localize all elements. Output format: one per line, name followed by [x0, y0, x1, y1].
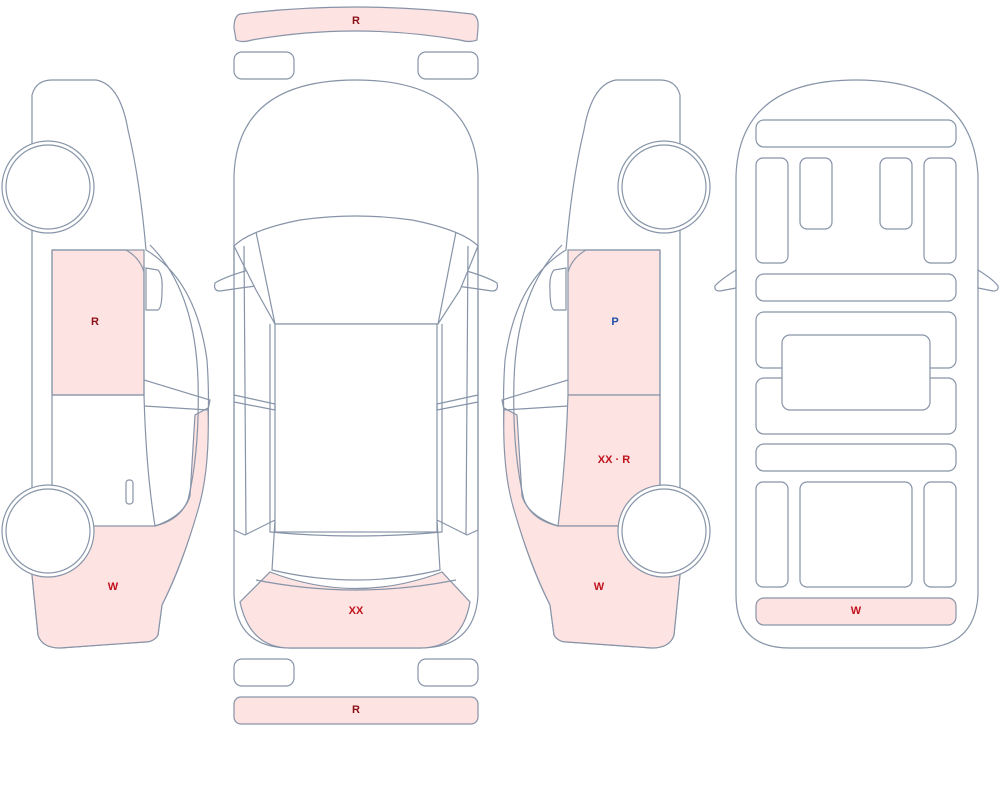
left-rear-quarter-label: W	[108, 581, 119, 593]
front-bumper-part[interactable]	[233, 6, 479, 43]
trunk-right[interactable]	[923, 481, 957, 588]
underbody-view	[714, 79, 999, 649]
right-front-door-label: P	[611, 316, 618, 328]
underbody-left-mirror[interactable]	[714, 268, 737, 292]
top-left-mirror[interactable]	[213, 267, 257, 292]
rear-bumper-label: R	[352, 704, 360, 716]
front-left-bracket[interactable]	[233, 51, 295, 80]
mid-panel-top[interactable]	[755, 273, 957, 302]
front-bumper-label: R	[352, 15, 360, 27]
left-rear-wheel[interactable]	[1, 484, 95, 578]
mid-panel-bottom[interactable]	[755, 443, 957, 472]
rear-bumper-part[interactable]	[233, 696, 479, 725]
front-right-seat[interactable]	[879, 157, 913, 230]
front-right-bracket[interactable]	[417, 51, 479, 80]
rear-right-bracket[interactable]	[417, 658, 479, 687]
windshield-part[interactable]	[233, 215, 479, 325]
right-rear-quarter-label: W	[594, 581, 605, 593]
underbody-rear-label: W	[851, 605, 862, 617]
trunk-floor[interactable]	[799, 481, 913, 588]
rear-window-label: XX	[349, 605, 364, 617]
left-side-view	[1, 79, 211, 649]
right-front-wheel[interactable]	[617, 140, 711, 234]
dashboard-part[interactable]	[755, 119, 957, 148]
right-mirror-part[interactable]	[549, 267, 567, 311]
left-front-door-part[interactable]	[51, 249, 145, 396]
right-rear-door-label: XX · R	[598, 454, 630, 466]
left-mirror-part[interactable]	[145, 267, 163, 311]
roof-part[interactable]	[274, 323, 438, 533]
front-left-footwell[interactable]	[755, 157, 789, 264]
center-console[interactable]	[781, 334, 931, 411]
trunk-left[interactable]	[755, 481, 789, 588]
rear-left-bracket[interactable]	[233, 658, 295, 687]
rear-window-part[interactable]	[239, 571, 471, 649]
front-right-footwell[interactable]	[923, 157, 957, 264]
left-door-handle[interactable]	[125, 479, 134, 505]
underbody-right-mirror[interactable]	[977, 268, 999, 292]
left-front-wheel[interactable]	[1, 140, 95, 234]
right-front-door-part[interactable]	[567, 249, 661, 396]
front-left-seat[interactable]	[799, 157, 833, 230]
rear-sill-part[interactable]	[755, 597, 957, 626]
left-front-door-label: R	[91, 316, 99, 328]
right-rear-wheel[interactable]	[617, 484, 711, 578]
right-side-view	[501, 79, 711, 649]
top-view	[213, 79, 499, 649]
